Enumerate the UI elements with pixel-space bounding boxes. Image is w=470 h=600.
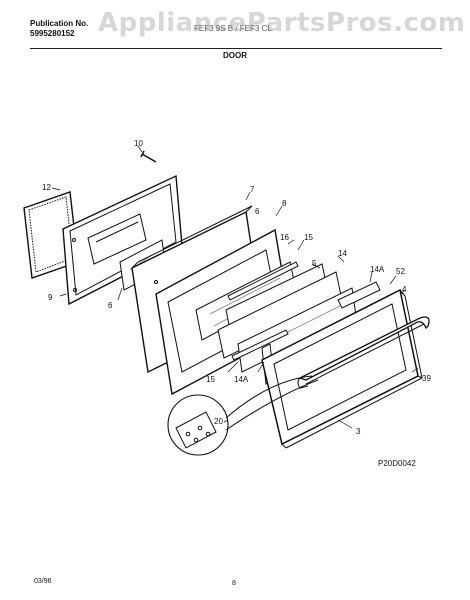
callout-3: 3: [356, 427, 361, 436]
callout-14a-upper: 14A: [370, 265, 385, 274]
footer-page-number: 8: [232, 580, 236, 587]
callout-6-right: 6: [255, 207, 260, 216]
watermark-text: AppliancePartsPros.com: [98, 8, 466, 38]
publication-number: 5995280152: [30, 29, 75, 38]
callout-6-left: 6: [108, 301, 113, 310]
callout-14: 14: [338, 249, 347, 258]
callout-12: 12: [42, 183, 51, 192]
part-39-handle: [297, 316, 430, 389]
part-15-lower-channel: [231, 329, 289, 361]
callout-15-upper: 15: [304, 233, 313, 242]
callout-39: 39: [422, 374, 431, 383]
drawing-code: P20D0042: [378, 459, 416, 468]
callout-7: 7: [250, 185, 255, 194]
part-20-detail: [167, 375, 319, 456]
header-rule: [30, 48, 442, 50]
callout-8: 8: [282, 199, 287, 208]
callout-14a-lower: 14A: [234, 375, 249, 384]
part-10-screw: [140, 150, 157, 163]
callout-52: 52: [396, 267, 405, 276]
part-15-channel: [227, 261, 299, 301]
callout-9: 9: [48, 293, 53, 302]
model-line: FEF3 9S B / FEF3 CL: [194, 24, 272, 33]
publication-label: Publication No.: [30, 19, 89, 28]
callout-16: 16: [280, 233, 289, 242]
section-title: DOOR: [223, 51, 247, 60]
part-14a-bracket-upper: [337, 281, 381, 309]
part-5-window-pack: [217, 263, 343, 359]
callout-10: 10: [134, 139, 143, 148]
callout-4: 4: [402, 285, 407, 294]
callout-15-lower: 15: [206, 375, 215, 384]
footer-date: 03/96: [34, 578, 52, 585]
callout-20: 20: [214, 417, 223, 426]
callout-5: 5: [312, 259, 317, 268]
